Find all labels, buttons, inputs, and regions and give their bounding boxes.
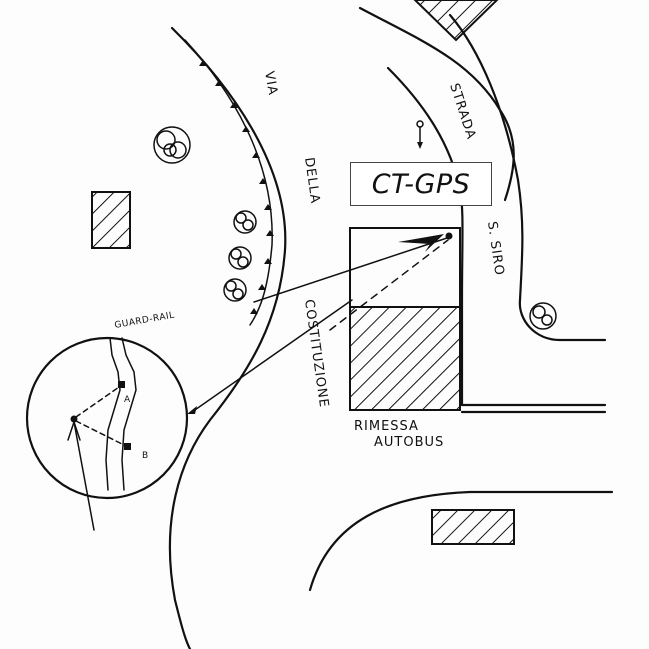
label-point-b: B	[142, 451, 149, 461]
observer-line-a	[75, 384, 123, 418]
label-della: DELLA	[301, 156, 322, 205]
observer-track	[73, 421, 95, 531]
building-top	[413, 0, 499, 42]
observer-line-b	[75, 420, 129, 448]
embankment-line	[184, 39, 273, 326]
road-bottom-curve	[308, 490, 614, 592]
tree-icon	[233, 210, 257, 234]
tree-icon	[228, 246, 252, 270]
direction-marker-arrow-icon	[417, 142, 423, 149]
observer-arrow-icon	[67, 421, 81, 441]
tree-icon	[223, 278, 247, 302]
label-guard-rail: GUARD-RAIL	[114, 311, 176, 331]
marker-a	[118, 381, 125, 388]
direction-marker-dot	[416, 120, 424, 128]
heading-arrow-icon	[398, 234, 444, 252]
dashed-sight-line	[329, 239, 449, 331]
tree-icon	[153, 126, 191, 164]
label-rimessa: RIMESSA	[354, 419, 419, 434]
label-point-a: A	[124, 395, 131, 405]
embankment-ticks	[199, 60, 274, 314]
label-autobus: AUTOBUS	[374, 435, 444, 450]
road-via-costituzione-inner	[358, 6, 515, 202]
guard-rail-line-left	[105, 337, 121, 491]
rimessa-hatched	[349, 306, 461, 411]
marker-b	[124, 443, 131, 450]
leader-line-detail	[191, 299, 353, 413]
tree-icon	[529, 302, 557, 330]
map-title: CT-GPS	[371, 168, 471, 200]
label-via: VIA	[261, 70, 280, 97]
guard-rail-line-right	[121, 337, 137, 491]
building-left	[91, 191, 131, 249]
label-costituzione: COSTITUZIONE	[301, 298, 331, 409]
title-box: CT-GPS	[350, 162, 492, 206]
leader-arrow-icon	[187, 406, 197, 414]
detail-inset-circle	[25, 336, 189, 500]
road-via-costituzione-outer	[168, 26, 287, 649]
label-s-siro: S. SIRO	[484, 220, 506, 276]
leader-line-tree	[253, 237, 448, 303]
road-strada-s-siro-right	[448, 13, 607, 342]
building-bottom	[431, 509, 515, 545]
label-strada: STRADA	[446, 82, 478, 142]
